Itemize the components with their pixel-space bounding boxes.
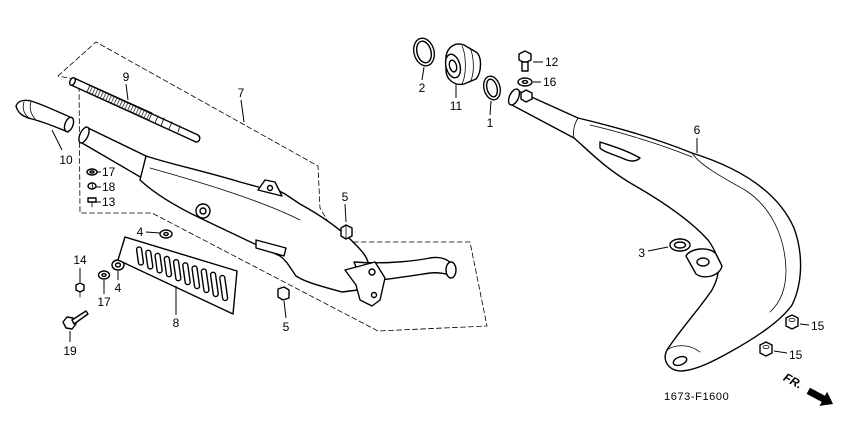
- callout-labels: 9 7 10 17 18 13 5 4 14 17 4 8 19 5 2 11 …: [59, 55, 824, 362]
- silencer-7: [78, 126, 457, 307]
- callout-15-lower: 15: [789, 348, 803, 362]
- callout-7: 7: [238, 86, 245, 100]
- callout-17-lower: 17: [97, 295, 111, 309]
- callout-14: 14: [73, 253, 87, 267]
- washer-4-upper: [159, 229, 173, 239]
- callout-9: 9: [123, 70, 130, 84]
- inner-pipe-9: [68, 77, 201, 143]
- callout-4-lower: 4: [115, 281, 122, 295]
- spring-washer-18: [87, 182, 97, 190]
- washer-17-upper: [86, 168, 98, 176]
- callout-15-upper: 15: [811, 319, 825, 333]
- callout-3: 3: [638, 246, 645, 260]
- callout-5-upper: 5: [342, 190, 349, 204]
- callout-19: 19: [63, 344, 77, 358]
- tail-hose-10: [15, 99, 75, 133]
- callout-12: 12: [545, 55, 559, 69]
- callout-8: 8: [173, 316, 180, 330]
- leader-lines: [51, 61, 810, 354]
- callout-1: 1: [487, 116, 494, 130]
- bolt-13: [87, 197, 97, 208]
- washer-17-lower: [97, 270, 111, 280]
- callout-13: 13: [102, 195, 116, 209]
- front-direction-indicator: FR.: [781, 370, 834, 406]
- nut-5-lower: [277, 286, 290, 301]
- callout-6: 6: [694, 123, 701, 137]
- nut-5-upper: [340, 224, 353, 240]
- o-ring-2: [412, 37, 436, 67]
- callout-11: 11: [450, 99, 463, 113]
- callout-16: 16: [543, 75, 557, 89]
- callout-2: 2: [419, 81, 426, 95]
- rubber-bushing-11: [444, 43, 482, 86]
- front-label: FR.: [781, 370, 805, 391]
- callout-10: 10: [59, 153, 73, 167]
- o-ring-1: [482, 75, 502, 101]
- washer-4-lower: [111, 259, 125, 271]
- washer-16: [517, 77, 533, 87]
- bolt-19: [62, 310, 89, 330]
- diagram-code: 1673-F1600: [664, 391, 729, 403]
- callout-4-upper: 4: [137, 225, 144, 239]
- callout-5-lower: 5: [283, 320, 290, 334]
- nut-15-lower: [759, 341, 773, 357]
- gasket-3: [669, 238, 691, 252]
- nut-15-upper: [785, 314, 799, 330]
- heat-shield-8: [117, 236, 238, 315]
- expansion-chamber-6: [507, 88, 802, 372]
- callout-17-upper: 17: [102, 165, 116, 179]
- front-arrow-icon: [806, 387, 834, 406]
- callout-18: 18: [102, 180, 116, 194]
- bolt-12: [518, 50, 532, 72]
- bolt-14: [75, 282, 85, 298]
- assembly-7-boundary: [57, 41, 488, 332]
